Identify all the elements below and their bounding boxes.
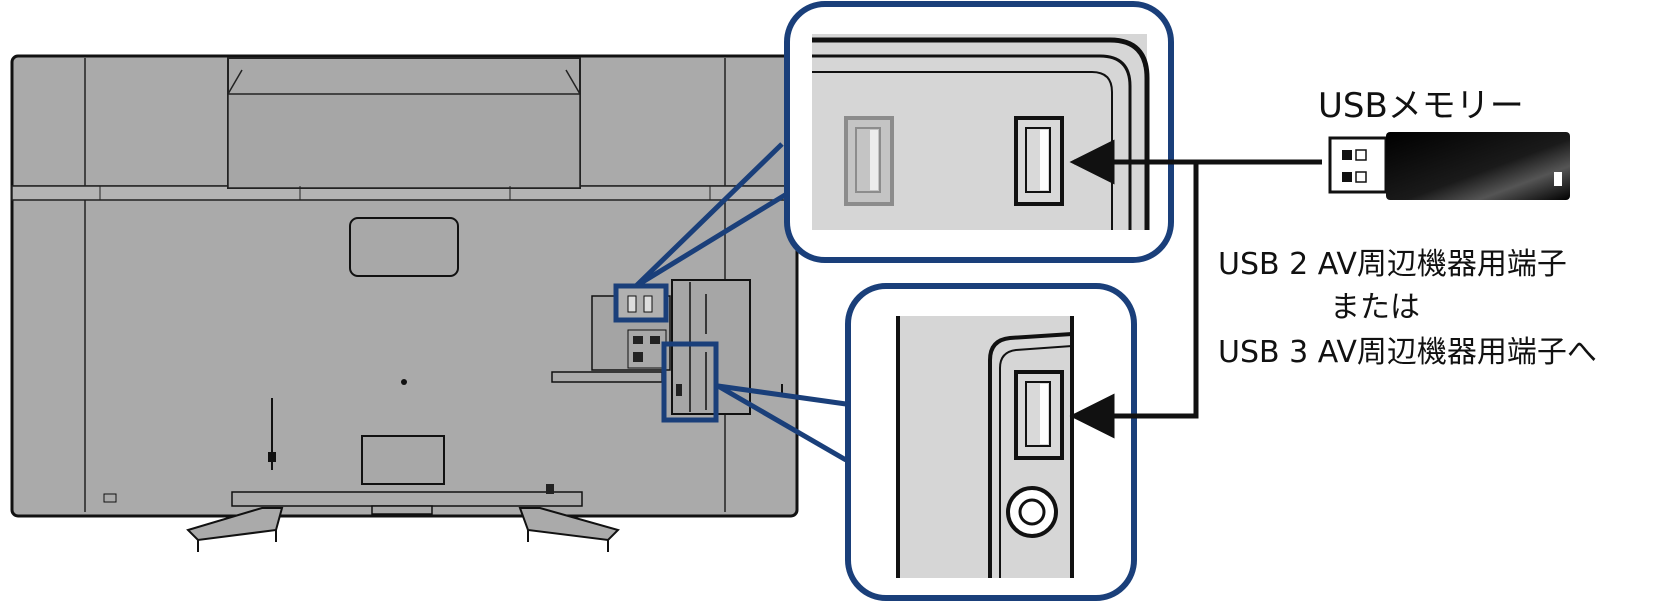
upper-zoom-callout	[784, 1, 1174, 263]
usb-3-port	[1014, 370, 1064, 460]
connection-arrows	[1069, 139, 1322, 439]
lower-port-highlight	[661, 341, 719, 423]
lower-zoom-callout	[845, 283, 1137, 601]
usb-port-inactive	[844, 116, 894, 206]
usb-3-port-label: USB 3 AV周辺機器用端子へ	[1218, 335, 1597, 370]
usb-2-port	[1014, 116, 1064, 206]
upper-port-highlight	[613, 283, 669, 323]
usb-2-port-label: USB 2 AV周辺機器用端子	[1218, 247, 1567, 282]
tv-rear-panel	[10, 54, 799, 552]
usb-memory-stick	[1328, 132, 1570, 200]
callout-connectors	[634, 142, 848, 463]
usb-memory-label: USBメモリー	[1318, 86, 1524, 126]
or-label: または	[1330, 290, 1420, 325]
